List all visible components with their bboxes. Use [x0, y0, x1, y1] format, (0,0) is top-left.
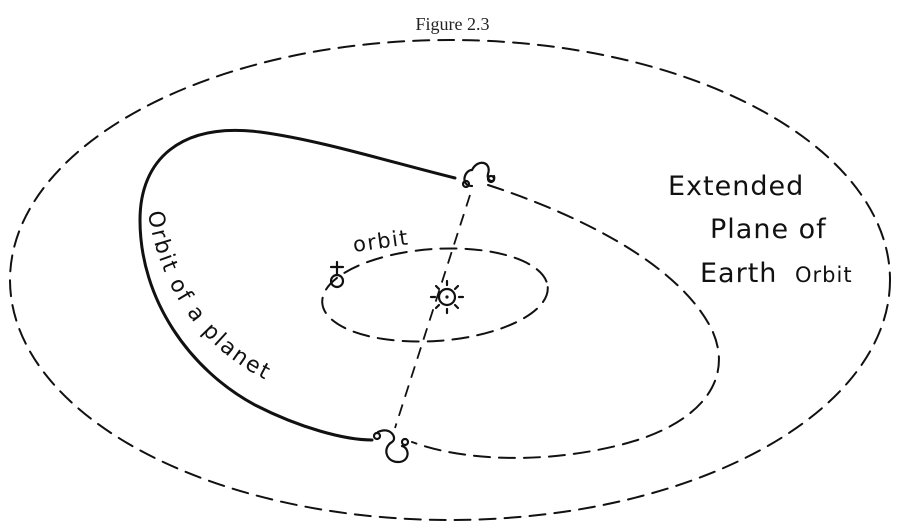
plane-label-line2: Plane of [710, 214, 827, 245]
earth-orbit-ellipse [321, 247, 549, 343]
earth-symbol-icon [329, 260, 345, 289]
plane-label-line1: Extended [668, 171, 804, 202]
sun-symbol-icon [429, 279, 465, 315]
figure-caption: Figure 2.3 [415, 14, 490, 34]
plane-label-line3b: Orbit [795, 263, 853, 287]
descending-node-symbol-icon [372, 429, 410, 464]
line-of-nodes [394, 194, 471, 429]
planet-orbit-label: Orbit of a planet [142, 209, 276, 386]
extended-plane-ellipse [9, 39, 891, 521]
plane-label-line3: Earth [700, 258, 777, 289]
ascending-node-symbol-icon [461, 161, 496, 189]
planet-orbit-dashed-arc [411, 184, 720, 459]
planet-orbit-solid-arc [138, 129, 457, 442]
